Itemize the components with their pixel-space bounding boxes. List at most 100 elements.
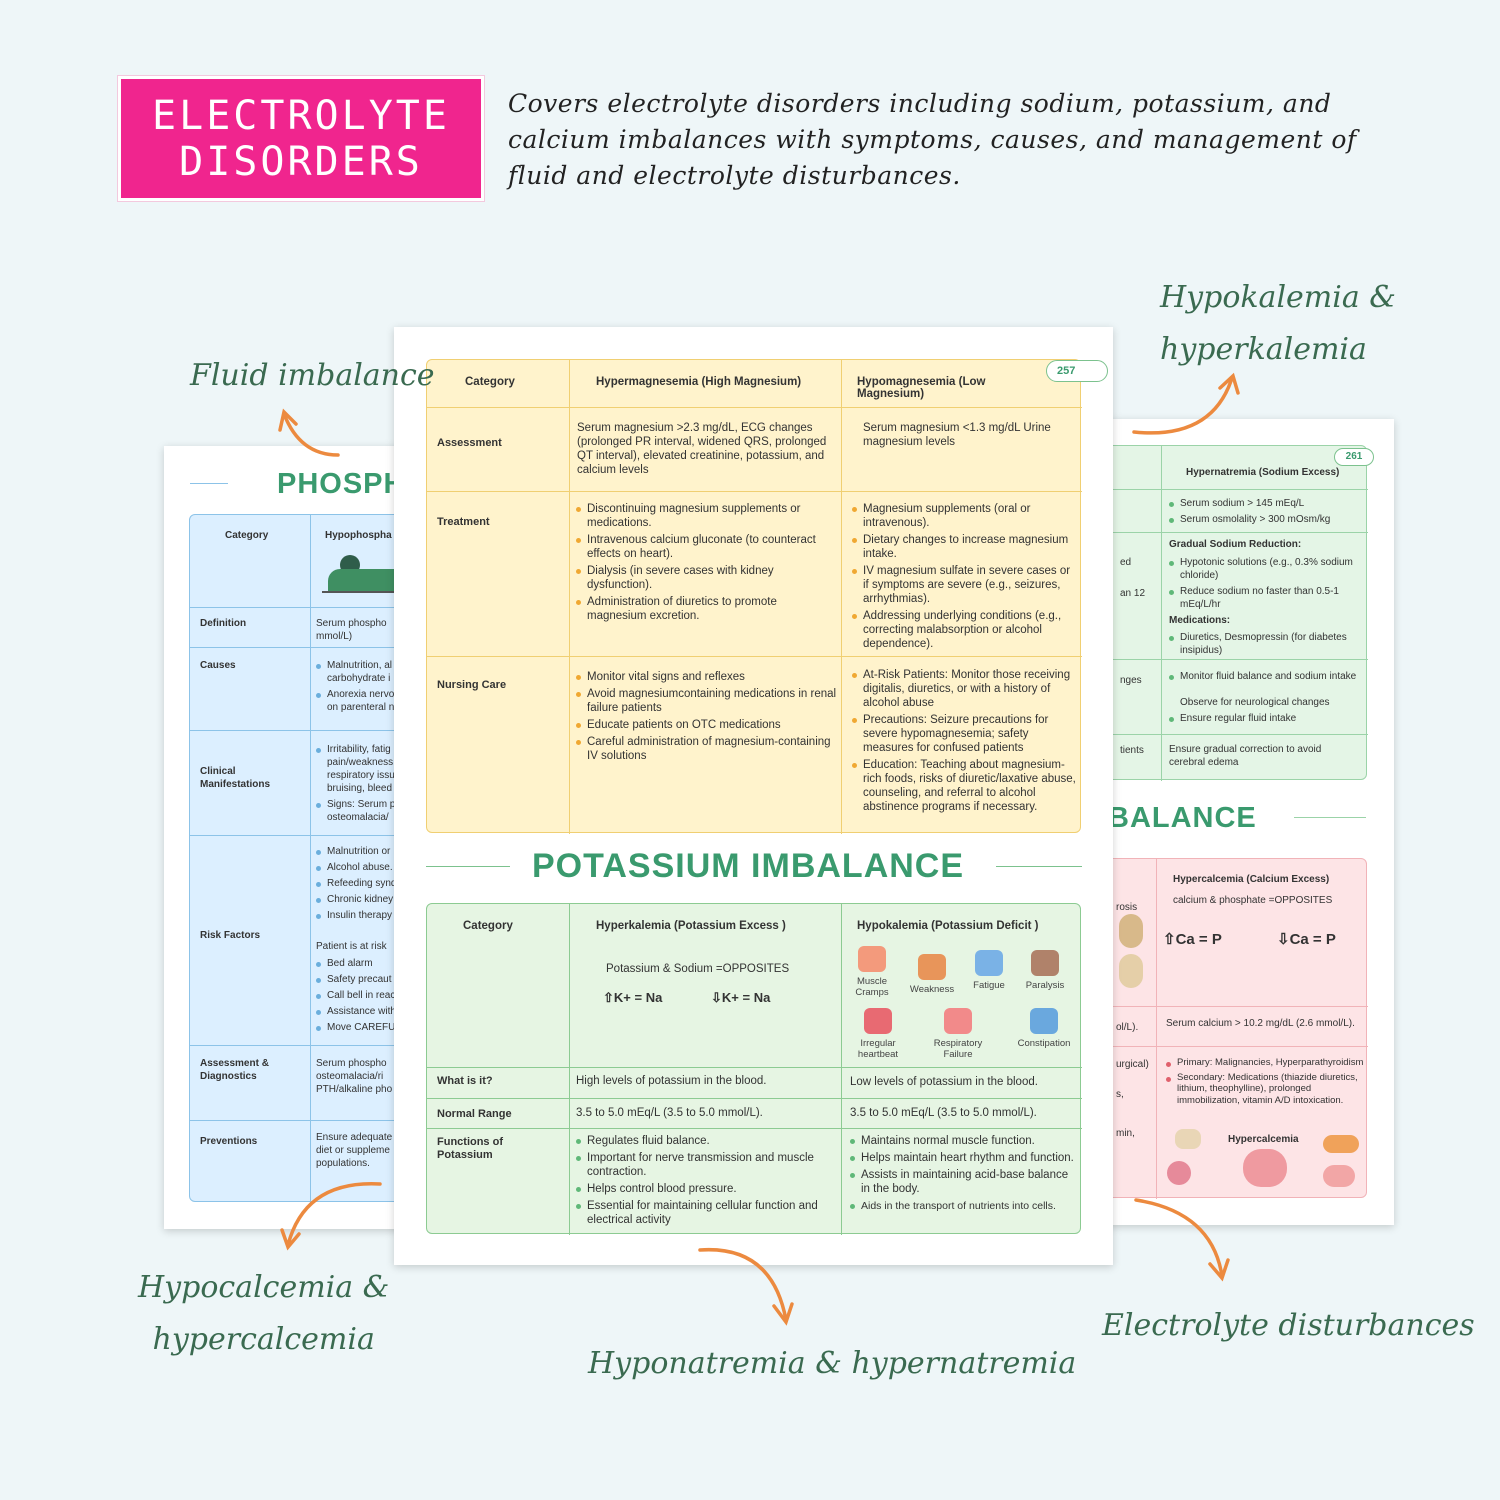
list-item: Avoid magnesiumcontaining medications in…: [576, 687, 838, 715]
magnesium-potassium-sheet: Category Hypermagnesemia (High Magnesium…: [394, 327, 1113, 1265]
medications-list: Diuretics, Desmopressin (for diabetes in…: [1169, 631, 1364, 660]
risk-note: Patient is at risk: [316, 941, 387, 952]
callout-hyponatremia: Hyponatremia & hypernatremia: [588, 1346, 1077, 1381]
hypokalemia-functions: Maintains normal muscle function. Helps …: [850, 1134, 1078, 1216]
col-hypokalemia: Hypokalemia (Potassium Deficit ): [857, 920, 1039, 932]
list-item: Malnutrition, al carbohydrate i: [316, 659, 400, 685]
list-item: Refeeding synd: [316, 877, 404, 890]
list-item: Dietary changes to increase magnesium in…: [852, 533, 1077, 561]
callout-electrolyte-disturbances: Electrolyte disturbances: [1102, 1308, 1475, 1343]
causes-list: Malnutrition, al carbohydrate i Anorexia…: [316, 659, 400, 717]
list-item: Anorexia nervo on parenteral n: [316, 688, 400, 714]
row-nursing-care: Nursing Care: [437, 679, 507, 691]
balance-title: BALANCE: [1108, 802, 1257, 834]
col-hypernatremia: Hypernatremia (Sodium Excess): [1186, 467, 1340, 478]
row-definition: Definition: [200, 618, 247, 629]
arrow-hypocalcemia: [286, 1182, 382, 1247]
hypernatremia-assessment: Serum sodium > 145 mEq/L Serum osmolalit…: [1169, 497, 1364, 529]
list-item: Chronic kidney: [316, 893, 404, 906]
list-item: Ensure regular fluid intake: [1169, 712, 1364, 725]
phosphate-table: Category Hypophospha Definition Serum ph…: [189, 514, 404, 1203]
row-fragment: s,: [1116, 1089, 1124, 1100]
hyperkalemia-range: 3.5 to 5.0 mEq/L (3.5 to 5.0 mmol/L).: [576, 1107, 763, 1119]
row-what-is-it: What is it?: [437, 1075, 493, 1087]
nursing-plain: Observe for neurological changes: [1180, 697, 1330, 708]
fatigue-icon: Fatigue: [965, 950, 1013, 991]
callout-fluid-imbalance: Fluid imbalance: [190, 358, 435, 393]
thyroid-icon: [1243, 1149, 1287, 1187]
bone-icon: [1119, 954, 1143, 988]
arrow-hypokalemia: [1132, 376, 1234, 435]
calcium-causes: Primary: Malignancies, Hyperparathyroidi…: [1166, 1057, 1364, 1109]
kidney-icon: [1167, 1161, 1191, 1185]
list-item: Bed alarm: [316, 957, 404, 970]
risk-list-2: Bed alarm Safety precaut Call bell in re…: [316, 957, 404, 1037]
list-item: Primary: Malignancies, Hyperparathyroidi…: [1166, 1057, 1364, 1069]
col-category: Category: [463, 920, 513, 932]
list-item: Serum osmolality > 300 mOsm/kg: [1169, 513, 1364, 526]
clinical-list: Irritability, fatig pain/weakness respir…: [316, 743, 400, 827]
down-arrow-icon: ⇩: [711, 990, 722, 1005]
col-hyperkalemia: Hyperkalemia (Potassium Excess ): [596, 920, 786, 932]
list-item: Administration of diuretics to promote m…: [576, 595, 838, 623]
page-number: 261: [1334, 448, 1374, 466]
treatment-heading: Gradual Sodium Reduction:: [1169, 539, 1302, 550]
row-preventions: Preventions: [200, 1136, 258, 1147]
assessment-text: Serum phospho osteomalacia/ri PTH/alkali…: [316, 1058, 393, 1095]
list-item: Essential for maintaining cellular funct…: [576, 1199, 838, 1227]
phosphate-sheet: PHOSPH Category Hypophospha Definition S…: [164, 446, 404, 1229]
brain-icon: [1323, 1165, 1355, 1187]
potassium-title: POTASSIUM IMBALANCE: [532, 847, 965, 885]
evaluation-text: Ensure gradual correction to avoid cereb…: [1169, 744, 1322, 768]
bone-icon: [1119, 914, 1143, 948]
list-item: Magnesium supplements (oral or intraveno…: [852, 502, 1077, 530]
arrow-fluid: [282, 412, 340, 457]
list-item: Call bell in reac: [316, 989, 404, 1002]
up-arrow-icon: ⇧: [1163, 931, 1176, 948]
potassium-table: Category Hyperkalemia (Potassium Excess …: [426, 903, 1082, 1235]
list-item: IV magnesium sulfate in severe cases or …: [852, 564, 1077, 606]
hypokalemia-range: 3.5 to 5.0 mEq/L (3.5 to 5.0 mmol/L).: [850, 1107, 1037, 1119]
row-fragment: urgical): [1116, 1059, 1149, 1070]
list-item: Diuretics, Desmopressin (for diabetes in…: [1169, 631, 1364, 657]
calcium-rule-a: ⇧Ca = P: [1163, 931, 1222, 948]
hypomagnesemia-nursing: At-Risk Patients: Monitor those receivin…: [852, 668, 1077, 817]
row-normal-range: Normal Range: [437, 1108, 512, 1120]
list-item: Maintains normal muscle function.: [850, 1134, 1078, 1148]
col-category: Category: [465, 376, 515, 388]
hypokalemia-what: Low levels of potassium in the blood.: [850, 1076, 1038, 1088]
medications-heading: Medications:: [1169, 615, 1231, 626]
list-item: Assists in maintaining acid-base balance…: [850, 1168, 1078, 1196]
list-item: Discontinuing magnesium supplements or m…: [576, 502, 838, 530]
down-arrow-icon: ⇩: [1277, 931, 1290, 948]
title-rule-left: [426, 866, 510, 867]
hypomagnesemia-assessment: Serum magnesium <1.3 mg/dL Urine magnesi…: [863, 422, 1051, 448]
calcium-rule-b: ⇩Ca = P: [1277, 931, 1336, 948]
col-category: Category: [225, 530, 269, 541]
list-item: Addressing underlying conditions (e.g., …: [852, 609, 1077, 651]
person-illustration: [322, 553, 402, 595]
potassium-opposites: Potassium & Sodium =OPPOSITES: [606, 963, 790, 975]
muscle-cramps-icon: Muscle Cramps: [847, 946, 897, 998]
list-item: Important for nerve transmission and mus…: [576, 1151, 838, 1179]
hyperkalemia-what: High levels of potassium in the blood.: [576, 1075, 767, 1087]
title-badge: ELECTROLYTE DISORDERS: [118, 76, 484, 201]
list-item: Secondary: Medications (thiazide diureti…: [1166, 1072, 1364, 1107]
magnesium-table: Category Hypermagnesemia (High Magnesium…: [426, 359, 1082, 834]
row-fragment: an 12: [1120, 588, 1146, 599]
list-item: Helps maintain heart rhythm and function…: [850, 1151, 1078, 1165]
list-item: Careful administration of magnesium-cont…: [576, 735, 838, 763]
constipation-icon: Constipation: [1009, 1008, 1079, 1049]
row-functions: Functions of Potassium: [437, 1136, 503, 1161]
list-item: Monitor fluid balance and sodium intake: [1169, 670, 1364, 683]
list-item: Intravenous calcium gluconate (to counte…: [576, 533, 838, 561]
hypomagnesemia-treatment: Magnesium supplements (oral or intraveno…: [852, 502, 1077, 654]
calcium-table: Hypercalcemia (Calcium Excess) calcium &…: [1108, 858, 1368, 1199]
col-hypomagnesemia: Hypomagnesemia (Low Magnesium): [857, 376, 986, 400]
list-item: Dialysis (in severe cases with kidney dy…: [576, 564, 838, 592]
hypermagnesemia-nursing: Monitor vital signs and reflexes Avoid m…: [576, 670, 838, 766]
list-item: Alcohol abuse.: [316, 861, 404, 874]
calcium-opposites: calcium & phosphate =OPPOSITES: [1173, 895, 1333, 906]
row-clinical: Clinical Manifestations: [200, 766, 271, 790]
